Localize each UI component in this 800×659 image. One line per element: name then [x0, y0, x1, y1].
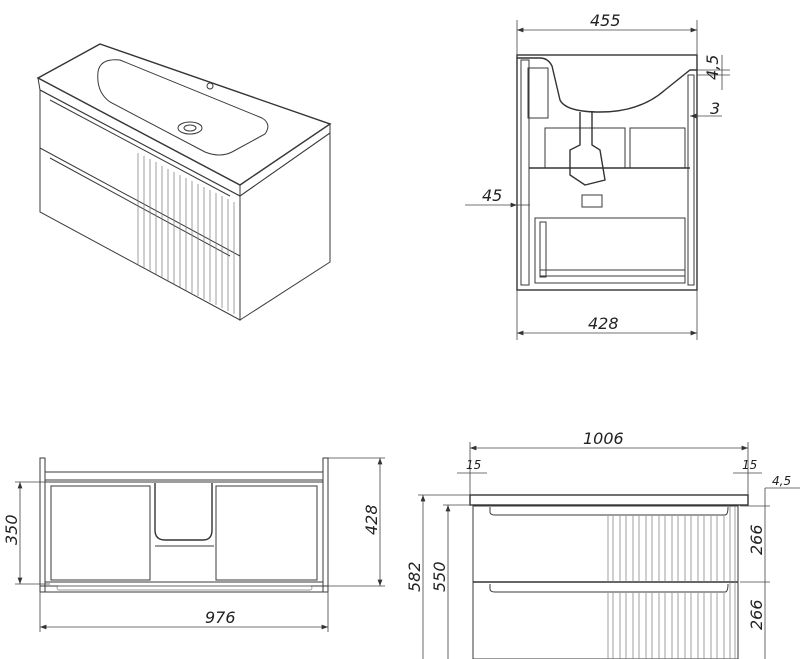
dim-550: 550 [430, 561, 449, 592]
handle-lower [49, 157, 231, 257]
sink-cutout [154, 483, 213, 541]
fluted-panel [137, 153, 235, 314]
handle-lower-front [489, 583, 729, 593]
side-section-view: 455 428 45 4,5 3 [465, 11, 730, 340]
lower-drawer [534, 217, 686, 284]
dim-15-left: 15 [466, 458, 481, 472]
dim-582: 582 [405, 561, 424, 592]
siphon [569, 112, 606, 186]
countertop [469, 494, 749, 506]
dim-4-5: 4,5 [703, 55, 722, 80]
front-view: 1006 15 15 4,5 266 266 582 550 [405, 429, 800, 659]
handle-upper [49, 99, 231, 197]
dim-45: 45 [482, 186, 502, 205]
basin [97, 59, 269, 156]
dim-428: 428 [588, 314, 619, 333]
drawer-divider [39, 147, 241, 257]
right-compartment [215, 485, 318, 581]
top-plan-view: 350 428 976 [2, 457, 385, 632]
left-compartment [50, 485, 151, 581]
dim-15-right: 15 [742, 458, 757, 472]
fluted-panel-front [607, 506, 736, 659]
dim-428-top: 428 [362, 504, 381, 535]
dim-976: 976 [205, 608, 236, 627]
dim-455: 455 [590, 11, 621, 30]
dim-3: 3 [710, 99, 720, 118]
dim-266-upper: 266 [747, 524, 766, 555]
dim-350: 350 [2, 514, 21, 545]
drain [177, 121, 203, 135]
dim-266-lower: 266 [747, 599, 766, 630]
cabinet-side [239, 132, 331, 321]
basin-section [517, 57, 697, 113]
countertop-front-edge [37, 77, 241, 197]
isometric-view [36, 43, 332, 321]
dim-1006: 1006 [583, 429, 624, 448]
handle-upper-front [489, 506, 729, 516]
tap-hole [206, 82, 214, 90]
dim-4-5-front: 4,5 [772, 474, 791, 488]
countertop-side-edge [239, 123, 331, 197]
